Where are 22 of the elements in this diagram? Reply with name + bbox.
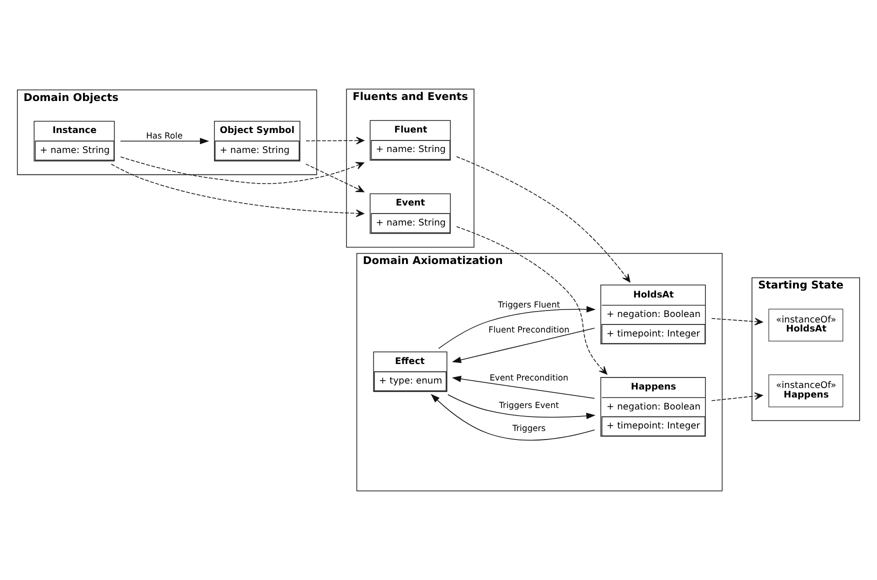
arrow [438,306,596,349]
node-box: «instanceOf» HoldsAt [768,308,844,342]
arrow [711,318,763,326]
edge-label: Triggers Fluent [498,299,560,310]
edge-label: Event Precondition [490,372,568,383]
arrow [120,138,210,144]
arrow [452,376,595,399]
edge-label: Triggers Event [499,400,559,410]
arrow [306,136,364,144]
arrow [448,394,596,420]
arrow [110,164,364,218]
arrow [456,226,608,375]
arrow [305,164,364,192]
arrow [456,156,630,282]
edge-label: Fluent Precondition [488,324,570,335]
arrow [430,394,595,441]
arrow [120,156,364,184]
node-box: «instanceOf» Happens [768,374,844,408]
edge-label: Triggers [512,423,546,434]
arrow [452,328,595,363]
edge-label: Has Role [146,130,183,141]
arrow [711,392,763,402]
